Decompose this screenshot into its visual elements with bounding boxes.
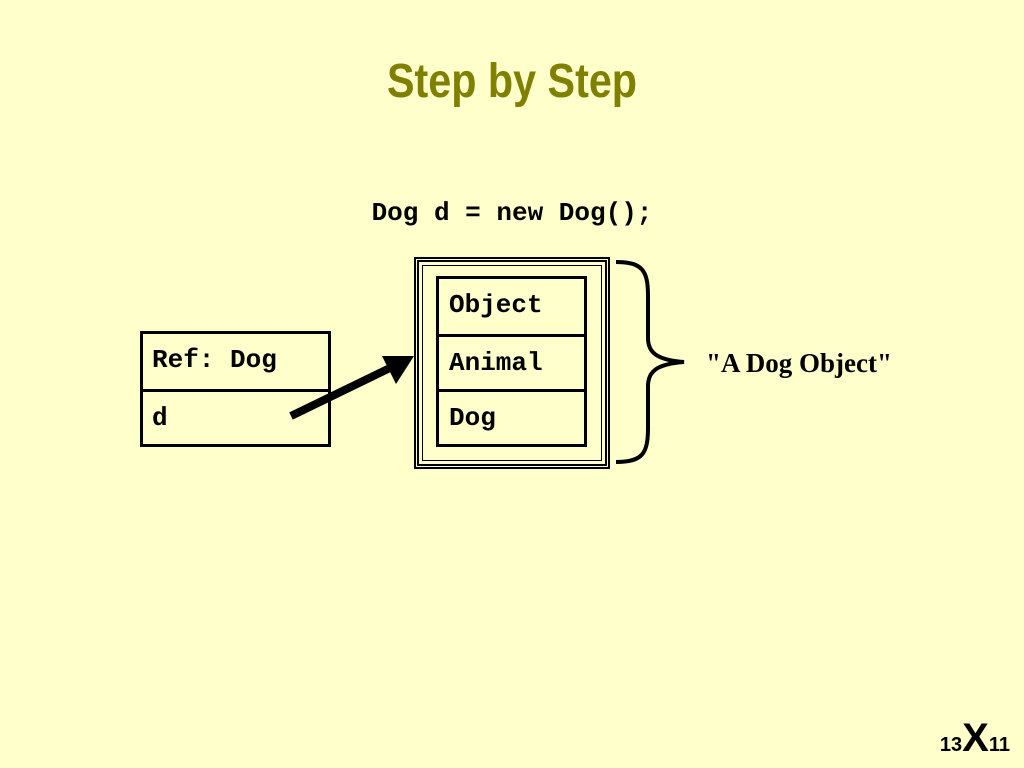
- layer-dog-cell: Dog: [439, 389, 584, 444]
- class-hierarchy-stack: Object Animal Dog: [436, 276, 587, 447]
- page-title: Step by Step: [386, 55, 638, 108]
- reference-variable-box: Ref: Dog d: [140, 331, 331, 447]
- code-statement: Dog d = new Dog();: [371, 198, 653, 228]
- reference-arrow: [289, 356, 414, 420]
- course-logo: 13X11: [940, 718, 1010, 758]
- reference-arrow-head: [382, 356, 414, 384]
- logo-left-number: 13: [939, 734, 963, 756]
- layer-object-cell: Object: [449, 290, 543, 320]
- dog-object-label: "A Dog Object": [706, 348, 892, 378]
- logo-right-number: 11: [988, 734, 1010, 756]
- reference-type-cell: Ref: Dog: [152, 345, 277, 375]
- reference-name-cell: d: [143, 389, 328, 444]
- object-curly-brace: [615, 260, 685, 464]
- logo-mark: X: [962, 716, 989, 760]
- reference-arrow-shaft: [289, 363, 394, 420]
- layer-animal-cell: Animal: [439, 334, 584, 389]
